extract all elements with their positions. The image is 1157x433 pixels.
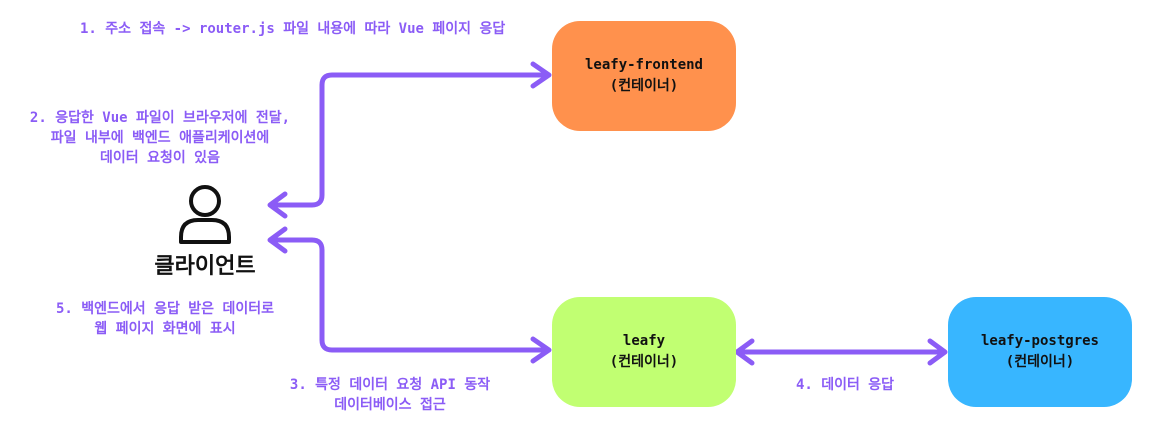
step2-note: 2. 응답한 Vue 파일이 브라우저에 전달, 파일 내부에 백엔드 애플리케… bbox=[29, 110, 291, 166]
step4-note: 4. 데이터 응답 bbox=[795, 377, 895, 393]
arrowhead-client-top bbox=[267, 191, 288, 219]
arrowhead-client-bottom bbox=[267, 226, 288, 254]
database-container-name: leafy-postgres bbox=[980, 333, 1099, 349]
database-container: leafy-postgres (컨테이너) bbox=[948, 297, 1132, 407]
backend-container: leafy (컨테이너) bbox=[552, 297, 736, 407]
client-label: 클라이언트 bbox=[154, 254, 256, 279]
arrowhead-backend-left bbox=[734, 338, 755, 366]
frontend-container-sub: (컨테이너) bbox=[609, 78, 679, 94]
database-container-sub: (컨테이너) bbox=[1005, 354, 1075, 370]
step3-note: 3. 특정 데이터 요청 API 동작 데이터베이스 접근 bbox=[289, 377, 491, 413]
step5-note: 5. 백엔드에서 응답 받은 데이터로 웹 페이지 화면에 표시 bbox=[55, 301, 274, 337]
frontend-container: leafy-frontend (컨테이너) bbox=[552, 21, 736, 131]
backend-container-name: leafy bbox=[622, 333, 666, 349]
client-node bbox=[150, 180, 260, 280]
arrow-client-frontend bbox=[272, 72, 548, 208]
step1-note: 1. 주소 접속 -> router.js 파일 내용에 따라 Vue 페이지 … bbox=[80, 21, 506, 37]
frontend-container-name: leafy-frontend bbox=[584, 57, 703, 73]
user-icon bbox=[179, 185, 231, 244]
arrowhead-database bbox=[927, 338, 948, 366]
arrowhead-frontend bbox=[530, 61, 552, 89]
backend-container-sub: (컨테이너) bbox=[609, 354, 679, 370]
arrowhead-backend bbox=[530, 336, 552, 364]
arrow-client-backend bbox=[272, 237, 548, 353]
